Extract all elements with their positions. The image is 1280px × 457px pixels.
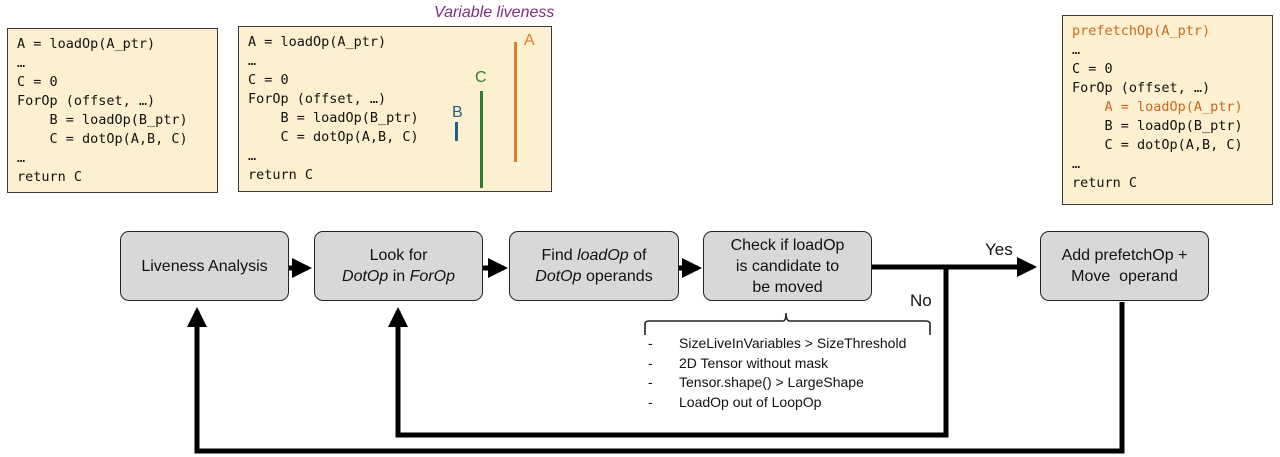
criteria-text: Tensor.shape() > LargeShape <box>679 374 864 390</box>
criteria-dash: - <box>648 335 653 351</box>
code-line: … <box>248 148 257 164</box>
liveness-title: Variable liveness <box>434 4 555 21</box>
code-line: prefetchOp(A_ptr) <box>1072 23 1211 39</box>
code-line: … <box>17 55 26 71</box>
code-liveness: A = loadOp(A_ptr) … C = 0 ForOp (offset,… <box>238 26 552 192</box>
code-line: A = loadOp(A_ptr) <box>1072 99 1243 115</box>
node-check-line: Check if loadOp <box>730 236 845 254</box>
liveness-bar-c <box>480 91 483 188</box>
code-line: B = loadOp(B_ptr) <box>248 110 419 126</box>
arrow-no-loop <box>388 267 949 438</box>
code-line: C = dotOp(A,B, C) <box>248 129 419 145</box>
code-line: C = 0 <box>1072 61 1113 77</box>
criteria-dash: - <box>648 354 653 371</box>
node-find-post2: operands <box>581 268 653 285</box>
code-line: C = 0 <box>17 74 58 90</box>
code-line: B = loadOp(B_ptr) <box>1072 118 1243 134</box>
code-before: A = loadOp(A_ptr) … C = 0 ForOp (offset,… <box>7 28 218 193</box>
node-look-mid: in <box>388 268 410 285</box>
code-line: … <box>248 53 257 69</box>
node-find-post: of <box>628 247 647 264</box>
node-check-line: be moved <box>752 278 823 296</box>
code-line: … <box>1072 42 1081 58</box>
node-add-line: Add prefetchOp + <box>1061 247 1188 264</box>
node-check-candidate: Check if loadOp is candidate to be moved <box>703 231 872 301</box>
code-line: ForOp (offset, …) <box>1072 80 1211 96</box>
node-add-line: Move operand <box>1071 268 1178 285</box>
criteria-text: SizeLiveInVariables > SizeThreshold <box>679 335 907 351</box>
node-look-em2: ForOp <box>409 268 455 285</box>
node-add-prefetch: Add prefetchOp + Move operand <box>1040 231 1209 301</box>
code-line: return C <box>1072 175 1138 191</box>
node-look-for-dotop: Look for DotOp in ForOp <box>314 231 483 301</box>
node-find-line1: Find loadOp of <box>535 245 652 266</box>
code-line: ForOp (offset, …) <box>17 93 156 109</box>
node-look-em1: DotOp <box>342 268 389 285</box>
node-look-line2: DotOp in ForOp <box>342 266 455 287</box>
code-line: C = 0 <box>248 72 289 88</box>
criteria-brace <box>644 312 931 335</box>
code-line: return C <box>17 169 83 185</box>
code-line: B = loadOp(B_ptr) <box>17 112 188 128</box>
code-line: … <box>17 150 26 166</box>
code-line: A = loadOp(A_ptr) <box>248 34 387 50</box>
label-yes: Yes <box>985 240 1013 259</box>
liveness-bar-b <box>455 122 458 141</box>
node-check-line: is candidate to <box>735 257 840 275</box>
code-line: C = dotOp(A,B, C) <box>1072 137 1243 153</box>
code-line: … <box>1072 156 1081 172</box>
code-line: C = dotOp(A,B, C) <box>17 131 188 147</box>
node-find-pre: Find <box>541 247 578 264</box>
liveness-bar-a <box>514 42 517 162</box>
code-line: return C <box>248 167 314 183</box>
node-find-em2: DotOp <box>535 268 582 285</box>
label-no: No <box>910 291 932 310</box>
criteria-dash: - <box>648 374 653 390</box>
node-liveness-label: Liveness Analysis <box>141 257 268 275</box>
code-line: ForOp (offset, …) <box>248 91 387 107</box>
node-liveness-analysis: Liveness Analysis <box>120 231 289 301</box>
criteria-text: LoadOp out of LoopOp <box>679 393 822 410</box>
node-find-loadop: Find loadOp of DotOp operands <box>509 231 679 301</box>
arrow-add-loop <box>187 302 1125 454</box>
node-find-line2: DotOp operands <box>535 266 652 287</box>
liveness-label-a: A <box>524 32 535 49</box>
code-line: A = loadOp(A_ptr) <box>17 36 156 52</box>
criteria-text: 2D Tensor without mask <box>679 354 829 371</box>
liveness-label-c: C <box>475 69 487 86</box>
code-after: prefetchOp(A_ptr) … C = 0 ForOp (offset,… <box>1062 15 1273 205</box>
node-look-line1: Look for <box>369 247 428 264</box>
node-find-em: loadOp <box>577 247 629 264</box>
liveness-label-b: B <box>452 104 463 121</box>
criteria-dash: - <box>648 393 653 410</box>
